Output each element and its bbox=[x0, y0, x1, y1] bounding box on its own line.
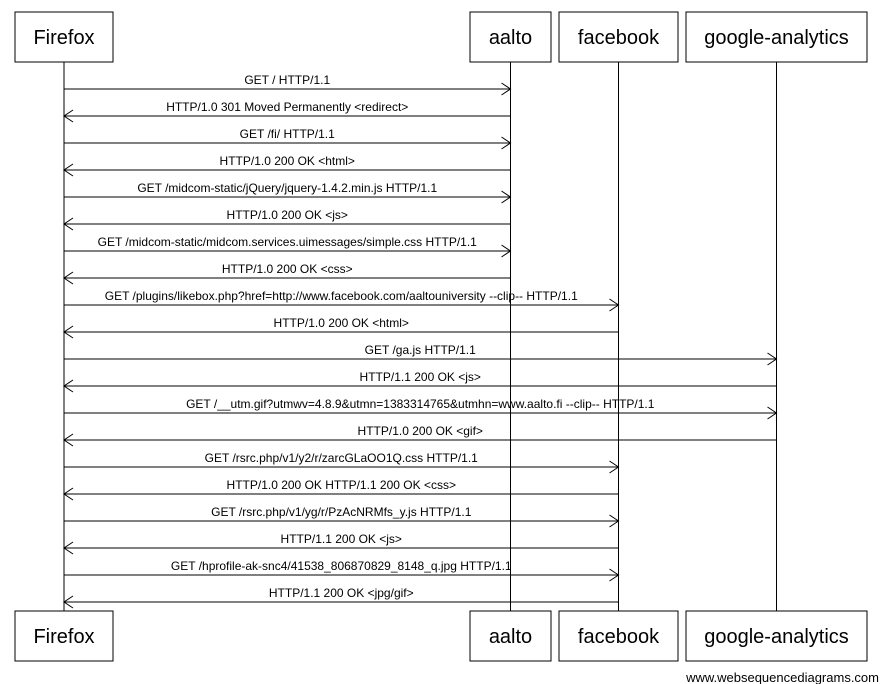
message: HTTP/1.0 200 OK <gif> bbox=[63, 424, 777, 447]
participant-label: facebook bbox=[578, 626, 660, 648]
message-label: GET /ga.js HTTP/1.1 bbox=[365, 343, 476, 357]
arrowhead-icon bbox=[63, 325, 74, 339]
participant-ga-top: google-analytics bbox=[685, 11, 868, 63]
message: GET /fi/ HTTP/1.1 bbox=[64, 127, 512, 150]
participant-box bbox=[685, 610, 868, 662]
arrowhead-icon bbox=[609, 298, 620, 312]
arrowhead-icon bbox=[767, 352, 778, 366]
arrowhead-icon bbox=[63, 487, 74, 501]
arrowhead-icon bbox=[501, 190, 512, 204]
participant-aalto-bottom: aalto bbox=[469, 610, 552, 662]
message-label: HTTP/1.1 200 OK <js> bbox=[281, 532, 402, 546]
message-label: HTTP/1.0 200 OK <js> bbox=[227, 208, 348, 222]
participant-label: Firefox bbox=[33, 626, 94, 648]
arrowhead-icon bbox=[501, 136, 512, 150]
watermark: www.websequencediagrams.com bbox=[685, 670, 879, 684]
arrowhead-icon bbox=[63, 433, 74, 447]
message-label: GET /plugins/likebox.php?href=http://www… bbox=[105, 289, 578, 303]
participant-box bbox=[685, 11, 868, 63]
arrowhead-icon bbox=[63, 217, 74, 231]
message-label: HTTP/1.1 200 OK <jpg/gif> bbox=[269, 586, 414, 600]
participant-box bbox=[469, 11, 552, 63]
participant-label: Firefox bbox=[33, 27, 94, 49]
participant-label: google-analytics bbox=[704, 626, 849, 648]
arrowhead-icon bbox=[63, 379, 74, 393]
participant-firefox-top: Firefox bbox=[14, 11, 114, 63]
message: HTTP/1.0 200 OK <js> bbox=[63, 208, 511, 231]
message-label: GET /__utm.gif?utmwv=4.8.9&utmn=13833147… bbox=[186, 397, 655, 411]
message: GET /midcom-static/jQuery/jquery-1.4.2.m… bbox=[64, 181, 512, 204]
participant-box bbox=[558, 11, 679, 63]
message-label: HTTP/1.0 200 OK <css> bbox=[222, 262, 353, 276]
message-label: GET /midcom-static/jQuery/jquery-1.4.2.m… bbox=[137, 181, 437, 195]
participant-box bbox=[558, 610, 679, 662]
arrowhead-icon bbox=[63, 163, 74, 177]
message-label: HTTP/1.0 200 OK <html> bbox=[220, 154, 355, 168]
participants: FirefoxFirefoxaaltoaaltofacebookfacebook… bbox=[14, 11, 868, 662]
message: HTTP/1.0 200 OK <html> bbox=[63, 154, 511, 177]
message-label: GET /rsrc.php/v1/y2/r/zarcGLaOO1Q.css HT… bbox=[205, 451, 479, 465]
message: HTTP/1.1 200 OK <js> bbox=[63, 532, 619, 555]
participant-firefox-bottom: Firefox bbox=[14, 610, 114, 662]
message: HTTP/1.0 200 OK <html> bbox=[63, 316, 619, 339]
arrowhead-icon bbox=[63, 109, 74, 123]
participant-box bbox=[14, 11, 114, 63]
participant-label: aalto bbox=[489, 27, 532, 49]
arrowhead-icon bbox=[609, 514, 620, 528]
arrowhead-icon bbox=[63, 541, 74, 555]
lifelines bbox=[63, 62, 777, 611]
participant-ga-bottom: google-analytics bbox=[685, 610, 868, 662]
message-label: HTTP/1.0 200 OK HTTP/1.1 200 OK <css> bbox=[227, 478, 456, 492]
message: HTTP/1.1 200 OK <jpg/gif> bbox=[63, 586, 619, 609]
message: HTTP/1.1 200 OK <js> bbox=[63, 370, 777, 393]
message-label: HTTP/1.0 301 Moved Permanently <redirect… bbox=[166, 100, 408, 114]
message-label: GET / HTTP/1.1 bbox=[244, 73, 330, 87]
arrowhead-icon bbox=[609, 568, 620, 582]
participant-facebook-bottom: facebook bbox=[558, 610, 679, 662]
message-label: HTTP/1.0 200 OK <gif> bbox=[358, 424, 483, 438]
message: GET /__utm.gif?utmwv=4.8.9&utmn=13833147… bbox=[64, 397, 778, 420]
message-label: HTTP/1.0 200 OK <html> bbox=[274, 316, 409, 330]
participant-facebook-top: facebook bbox=[558, 11, 679, 63]
arrowhead-icon bbox=[609, 460, 620, 474]
message: HTTP/1.0 301 Moved Permanently <redirect… bbox=[63, 100, 511, 123]
arrowhead-icon bbox=[767, 406, 778, 420]
message-label: HTTP/1.1 200 OK <js> bbox=[360, 370, 481, 384]
participant-label: facebook bbox=[578, 27, 660, 49]
participant-aalto-top: aalto bbox=[469, 11, 552, 63]
message-label: GET /midcom-static/midcom.services.uimes… bbox=[98, 235, 478, 249]
arrowhead-icon bbox=[63, 595, 74, 609]
message-label: GET /rsrc.php/v1/yg/r/PzAcNRMfs_y.js HTT… bbox=[211, 505, 472, 519]
message: GET /midcom-static/midcom.services.uimes… bbox=[64, 235, 512, 258]
message: GET /hprofile-ak-snc4/41538_806870829_81… bbox=[64, 559, 620, 582]
participant-box bbox=[469, 610, 552, 662]
arrowhead-icon bbox=[501, 244, 512, 258]
message: GET /ga.js HTTP/1.1 bbox=[64, 343, 778, 366]
participant-label: google-analytics bbox=[704, 27, 849, 49]
message: HTTP/1.0 200 OK HTTP/1.1 200 OK <css> bbox=[63, 478, 619, 501]
message: HTTP/1.0 200 OK <css> bbox=[63, 262, 511, 285]
arrowhead-icon bbox=[63, 271, 74, 285]
participant-label: aalto bbox=[489, 626, 532, 648]
message: GET /rsrc.php/v1/y2/r/zarcGLaOO1Q.css HT… bbox=[64, 451, 620, 474]
message-label: GET /fi/ HTTP/1.1 bbox=[240, 127, 335, 141]
message: GET / HTTP/1.1 bbox=[64, 73, 512, 96]
message: GET /plugins/likebox.php?href=http://www… bbox=[64, 289, 620, 312]
participant-box bbox=[14, 610, 114, 662]
message: GET /rsrc.php/v1/yg/r/PzAcNRMfs_y.js HTT… bbox=[64, 505, 620, 528]
arrowhead-icon bbox=[501, 82, 512, 96]
message-label: GET /hprofile-ak-snc4/41538_806870829_81… bbox=[171, 559, 512, 573]
